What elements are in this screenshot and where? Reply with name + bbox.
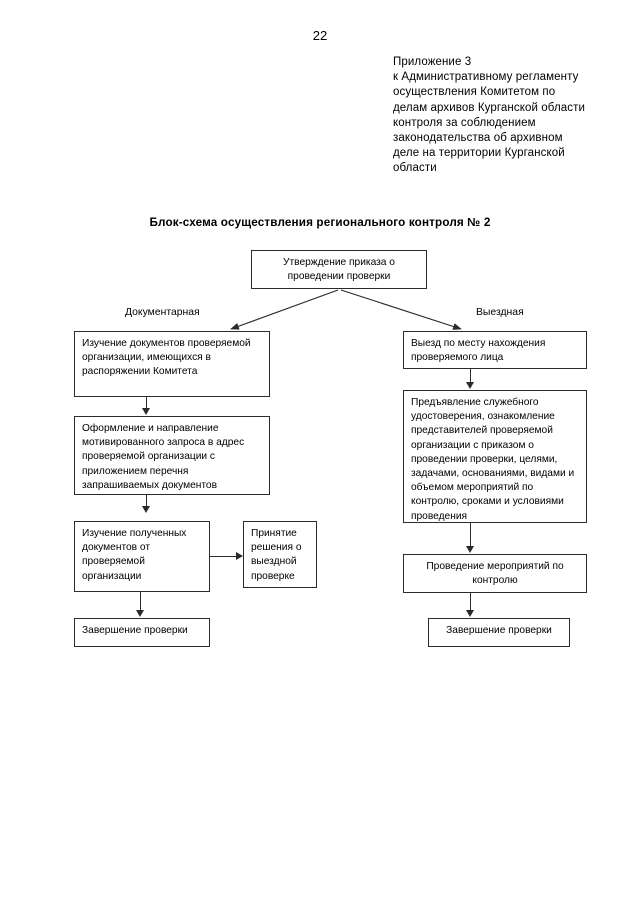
node-start-approval-order: Утверждение приказа о проведении проверк… — [251, 250, 427, 289]
flowchart-title: Блок-схема осуществления регионального к… — [149, 216, 491, 229]
arrowhead-left-3-to-end — [136, 610, 144, 617]
connector-right-2-to-3 — [470, 523, 471, 547]
arrowhead-left-3-to-decision — [236, 552, 243, 560]
node-right-carry-out-measures: Проведение мероприятий по контролю — [403, 554, 587, 593]
appendix-reference-block: Приложение 3 к Административному регламе… — [393, 55, 603, 177]
node-right-present-credentials: Предъявление служебного удостоверения, о… — [403, 390, 587, 523]
arrowhead-right-1-to-2 — [466, 382, 474, 389]
appendix-line-4: делам архивов Курганской области — [393, 101, 585, 114]
appendix-line-3: осуществления Комитетом по — [393, 86, 556, 99]
appendix-line-2: к Административному регламенту — [393, 71, 579, 84]
connector-left-1-to-2 — [146, 397, 147, 409]
connector-left-2-to-3 — [146, 495, 147, 507]
node-right-travel-to-location: Выезд по месту нахождения проверяемого л… — [403, 331, 587, 369]
arrow-to-documentary-branch — [230, 289, 339, 330]
arrowhead-right-3-to-end — [466, 610, 474, 617]
node-decision-field-inspection: Принятие решения о выездной проверке — [243, 521, 317, 588]
page-number: 22 — [312, 28, 328, 43]
appendix-line-1: Приложение 3 — [393, 56, 472, 68]
node-left-study-documents: Изучение документов проверяемой организа… — [74, 331, 270, 397]
connector-right-1-to-2 — [470, 369, 471, 383]
appendix-line-6: законодательства об архивном — [393, 132, 563, 145]
node-left-inspection-complete: Завершение проверки — [74, 618, 210, 647]
node-right-inspection-complete: Завершение проверки — [428, 618, 570, 647]
node-left-study-received-documents: Изучение полученных документов от провер… — [74, 521, 210, 592]
branch-label-field: Выездная — [476, 307, 524, 318]
arrowhead-left-1-to-2 — [142, 408, 150, 415]
arrowhead-left-2-to-3 — [142, 506, 150, 513]
node-left-motivated-request: Оформление и направление мотивированного… — [74, 416, 270, 495]
appendix-line-5: контроля за соблюдением — [393, 116, 536, 129]
connector-left-3-to-end — [140, 592, 141, 611]
arrowhead-right-2-to-3 — [466, 546, 474, 553]
connector-left-3-to-decision — [210, 556, 237, 557]
branch-label-documentary: Документарная — [125, 307, 200, 318]
arrow-to-field-branch — [340, 289, 462, 330]
appendix-line-8: области — [393, 162, 437, 175]
connector-right-3-to-end — [470, 593, 471, 611]
appendix-line-7: деле на территории Курганской — [393, 147, 565, 160]
